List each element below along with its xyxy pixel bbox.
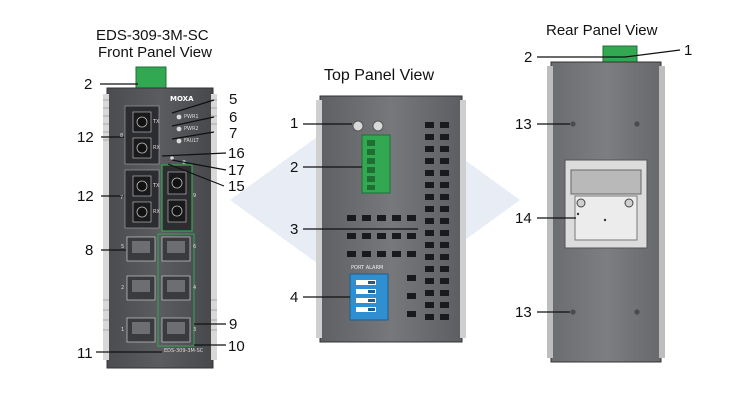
port-number-3: 3	[193, 327, 197, 333]
rear-panel	[537, 45, 681, 363]
callout-top-2: 2	[290, 159, 299, 176]
brand-logo-text: MOXA	[170, 95, 194, 103]
terminal-block	[361, 134, 391, 194]
callout-front-17: 17	[228, 162, 245, 179]
rear-callout-lines	[537, 49, 681, 313]
port-number-5: 5	[121, 244, 125, 250]
port-label-tx-2: TX	[153, 183, 160, 189]
front-rib-lines	[103, 99, 217, 331]
front-right-rib	[211, 94, 217, 360]
callout-rear-2: 2	[524, 49, 533, 66]
port-number-7: 7	[120, 195, 124, 201]
callout-front-7: 7	[229, 125, 238, 142]
model-label: EDS-309-3M-SC	[164, 348, 204, 354]
front-panel	[96, 66, 227, 369]
fiber-port-group-2	[124, 169, 160, 229]
led-pwr1	[176, 114, 182, 120]
ground-screw-2	[372, 120, 384, 132]
callout-front-5: 5	[229, 91, 238, 108]
top-callout-lines	[303, 123, 418, 298]
callout-front-6: 6	[229, 109, 238, 126]
callout-front-16: 16	[228, 145, 245, 162]
callout-front-8: 8	[85, 242, 94, 259]
top-panel-title: Top Panel View	[324, 67, 434, 84]
front-power-terminal	[135, 66, 167, 92]
rear-power-terminal	[602, 45, 638, 65]
callout-rear-13-a: 13	[515, 116, 532, 133]
led-label-pwr1: PWR1	[184, 114, 199, 120]
callout-rear-13-b: 13	[515, 304, 532, 321]
callout-front-10: 10	[228, 338, 245, 355]
port-label-rx-2: RX	[153, 209, 160, 215]
callout-front-2: 2	[84, 76, 93, 93]
callout-top-1: 1	[290, 115, 299, 132]
port-group-frame	[157, 233, 195, 347]
port-number-8: 8	[120, 133, 124, 139]
led-label-fault: FAULT	[184, 138, 199, 144]
callout-front-15: 15	[228, 178, 245, 195]
callout-rear-1: 1	[684, 42, 693, 59]
top-panel	[303, 95, 466, 343]
rear-screws	[570, 121, 640, 315]
callout-front-12-b: 12	[77, 188, 94, 205]
terminal-screws	[367, 140, 375, 190]
callout-top-4: 4	[290, 289, 299, 306]
fiber-port-group-3	[161, 164, 193, 232]
rear-panel-title: Rear Panel View	[546, 22, 658, 39]
front-callout-lines	[96, 83, 227, 353]
port-number-2: 2	[121, 285, 125, 291]
vent-slots	[347, 122, 449, 320]
status-leds	[170, 114, 186, 164]
din-rail-clip	[564, 159, 648, 249]
front-title-line2: Front Panel View	[98, 44, 212, 61]
front-left-rib	[103, 94, 109, 360]
callout-front-11: 11	[77, 345, 93, 362]
dip-switch-toggles	[356, 280, 376, 312]
port-number-1: 1	[121, 327, 125, 333]
rj45-inserts	[132, 241, 185, 334]
port-number-4: 4	[193, 285, 197, 291]
port-label-rx-1: RX	[153, 145, 160, 151]
led-pwr2	[176, 126, 182, 132]
top-panel-body	[319, 95, 463, 343]
ground-screw	[352, 120, 364, 132]
dip-switch-label: PORT ALARM	[351, 265, 384, 271]
led-fault	[176, 138, 182, 144]
callout-rear-14: 14	[515, 210, 532, 227]
callout-front-12-a: 12	[77, 129, 94, 146]
fiber-port-group-1	[124, 105, 160, 165]
port-number-9: 9	[193, 193, 197, 199]
port-label-tx-1: TX	[153, 119, 160, 125]
callout-front-9: 9	[229, 316, 238, 333]
callout-top-3: 3	[290, 221, 299, 238]
front-title-line1: EDS-309-3M-SC	[96, 27, 209, 44]
port-number-6: 6	[193, 244, 197, 250]
led-label-pwr2: PWR2	[184, 126, 199, 132]
